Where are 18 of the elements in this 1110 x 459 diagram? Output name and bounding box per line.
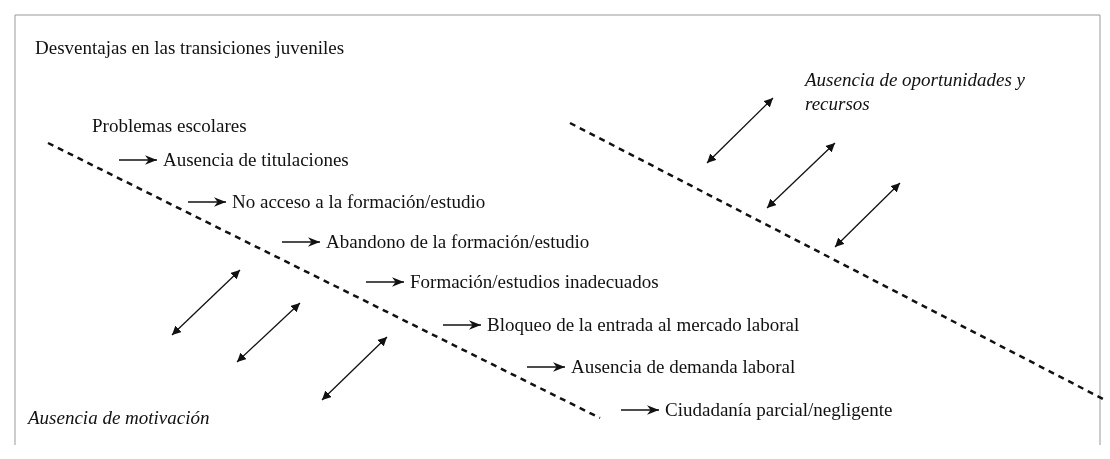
list-item-text: Bloqueo de la entrada al mercado laboral bbox=[487, 314, 800, 336]
arrow bbox=[365, 277, 405, 287]
italic-caption: Ausencia de oportunidades y recursos bbox=[805, 68, 1027, 116]
list-item-text: No acceso a la formación/estudio bbox=[232, 191, 486, 213]
arrow bbox=[620, 405, 660, 415]
arrow bbox=[281, 237, 321, 247]
arrow bbox=[442, 320, 482, 330]
arrow bbox=[118, 155, 158, 165]
list-item-text: Ciudadanía parcial/negligente bbox=[665, 399, 893, 421]
section-heading: Problemas escolares bbox=[92, 115, 247, 137]
list-item-text: Ausencia de titulaciones bbox=[163, 149, 349, 171]
arrow bbox=[526, 362, 566, 372]
arrow bbox=[187, 197, 227, 207]
title: Desventajas en las transiciones juveniles bbox=[35, 37, 345, 59]
italic-caption: Ausencia de motivación bbox=[28, 407, 210, 429]
list-item-text: Abandono de la formación/estudio bbox=[326, 231, 590, 253]
list-item-text: Formación/estudios inadecuados bbox=[410, 271, 659, 293]
list-item-text: Ausencia de demanda laboral bbox=[571, 356, 796, 378]
